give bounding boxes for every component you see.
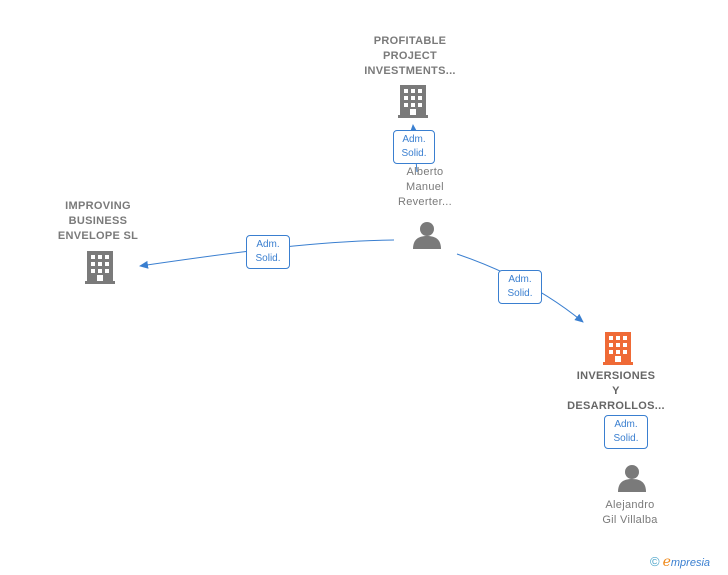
node-label-improving[interactable]: IMPROVING BUSINESS ENVELOPE SL <box>40 199 156 244</box>
copyright-icon: © <box>650 554 660 569</box>
node-label-alberto[interactable]: Alberto Manuel Reverter... <box>380 165 470 210</box>
role-badge-improving[interactable]: Adm. Solid. <box>246 235 290 269</box>
role-badge-line: Solid. <box>613 433 639 444</box>
role-badge-line: Solid. <box>507 288 533 299</box>
brand-logo: ©empresia <box>650 554 710 570</box>
node-label-line: Y <box>612 385 620 397</box>
node-label-line: ENVELOPE SL <box>57 230 139 242</box>
role-badge-line: Adm. <box>256 239 280 250</box>
role-badge-line: Adm. <box>614 419 638 430</box>
building-icon[interactable] <box>85 251 115 284</box>
node-label-line: PROJECT <box>382 50 438 62</box>
role-badge-profitable[interactable]: Adm. Solid. <box>393 130 435 164</box>
role-badge-alejandro[interactable]: Adm. Solid. <box>604 415 648 449</box>
node-label-line: DESARROLLOS... <box>567 400 665 412</box>
node-label-alejandro[interactable]: Alejandro Gil Villalba <box>580 498 680 528</box>
node-label-line: Reverter... <box>397 196 453 208</box>
node-label-line: Alberto <box>406 166 444 178</box>
person-icon[interactable] <box>618 465 646 492</box>
node-label-line: Gil Villalba <box>602 514 658 526</box>
building-icon[interactable] <box>398 85 428 118</box>
role-badge-line: Adm. <box>508 274 532 285</box>
node-label-inversiones[interactable]: INVERSIONES Y DESARROLLOS... <box>555 369 677 414</box>
role-badge-inversiones[interactable]: Adm. Solid. <box>498 270 542 304</box>
role-badge-line: Solid. <box>255 253 281 264</box>
node-label-line: PROFITABLE <box>373 35 447 47</box>
role-badge-line: Solid. <box>401 148 427 159</box>
node-label-line: BUSINESS <box>68 215 128 227</box>
node-label-line: INVESTMENTS... <box>364 65 456 77</box>
person-icon[interactable] <box>413 222 441 249</box>
role-badge-line: Adm. <box>402 134 426 145</box>
brand-logo-text: mpresia <box>670 557 711 569</box>
node-label-line: IMPROVING <box>65 200 131 212</box>
node-label-line: Manuel <box>406 181 444 193</box>
node-label-line: INVERSIONES <box>576 370 656 382</box>
building-icon[interactable] <box>603 332 633 365</box>
node-label-profitable[interactable]: PROFITABLE PROJECT INVESTMENTS... <box>350 34 470 79</box>
brand-logo-e: e <box>662 554 671 570</box>
node-label-line: Alejandro <box>605 499 655 511</box>
